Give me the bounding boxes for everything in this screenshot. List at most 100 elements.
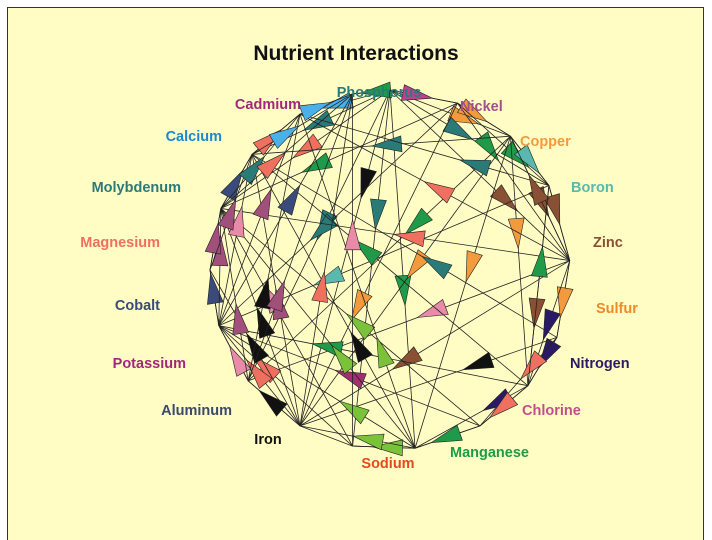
interaction-arrow xyxy=(474,131,500,162)
node-label-aluminum: Aluminum xyxy=(161,403,232,419)
interaction-line xyxy=(251,153,558,338)
interaction-arrow xyxy=(217,198,237,231)
interaction-arrow xyxy=(528,297,546,330)
node-label-magnesium: Magnesium xyxy=(80,235,160,251)
interaction-arrow xyxy=(391,346,423,370)
interaction-arrow xyxy=(350,331,373,363)
interaction-line xyxy=(220,208,249,381)
interaction-line xyxy=(414,136,511,449)
interaction-line xyxy=(220,102,458,209)
interaction-arrow xyxy=(490,184,519,212)
interaction-arrow xyxy=(204,222,222,255)
interaction-line xyxy=(218,102,458,326)
interaction-arrow xyxy=(312,265,346,286)
interaction-arrow xyxy=(556,286,574,319)
interaction-line xyxy=(251,153,529,387)
node-label-sodium: Sodium xyxy=(361,456,414,472)
interaction-arrow xyxy=(266,279,285,313)
interaction-arrow xyxy=(514,144,541,175)
interaction-line xyxy=(299,93,353,426)
node-label-copper: Copper xyxy=(520,134,571,150)
node-label-phosphorus: Phosphorus xyxy=(337,85,422,101)
node-label-cadmium: Cadmium xyxy=(235,97,301,113)
interaction-line xyxy=(299,135,511,427)
interaction-arrow xyxy=(238,155,266,185)
node-label-manganese: Manganese xyxy=(450,445,529,461)
interaction-arrow xyxy=(359,81,392,99)
node-label-molybdenum: Molybdenum xyxy=(92,180,181,196)
interaction-arrow xyxy=(292,133,323,159)
interaction-arrow xyxy=(401,84,434,101)
interaction-line xyxy=(527,185,550,386)
node-label-calcium: Calcium xyxy=(166,129,222,145)
diagram-title: Nutrient Interactions xyxy=(253,42,459,65)
interaction-line xyxy=(247,93,353,381)
interaction-arrow xyxy=(344,218,361,251)
interaction-line xyxy=(218,208,222,326)
interaction-line xyxy=(299,113,416,449)
interaction-arrow xyxy=(507,217,525,250)
interaction-arrow xyxy=(352,238,383,266)
interaction-arrow xyxy=(421,255,453,280)
interaction-arrow xyxy=(423,181,456,204)
interaction-arrow xyxy=(298,102,332,122)
interaction-arrow xyxy=(520,350,548,380)
interaction-line xyxy=(479,337,558,427)
interaction-arrow xyxy=(345,313,376,340)
interaction-line xyxy=(251,154,416,449)
interaction-line xyxy=(299,260,570,427)
interaction-arrow xyxy=(528,173,550,206)
node-label-iron: Iron xyxy=(254,432,281,448)
interaction-arrow xyxy=(404,207,433,236)
interaction-line xyxy=(457,102,550,186)
node-label-sulfur: Sulfur xyxy=(596,301,638,317)
interaction-arrow xyxy=(376,336,395,369)
interaction-line xyxy=(299,102,458,427)
interaction-line xyxy=(218,325,528,387)
interaction-arrow xyxy=(360,167,377,200)
interaction-line xyxy=(218,113,301,326)
interaction-line xyxy=(220,93,353,209)
interaction-arrow xyxy=(246,332,269,364)
interaction-arrow xyxy=(461,351,495,371)
node-label-chlorine: Chlorine xyxy=(522,403,581,419)
interaction-line xyxy=(248,260,570,382)
interaction-arrow xyxy=(334,369,367,390)
interaction-arrow xyxy=(311,270,328,303)
interaction-arrow xyxy=(394,274,412,307)
interaction-line xyxy=(299,337,558,427)
node-label-potassium: Potassium xyxy=(113,356,186,372)
interaction-line xyxy=(510,136,529,386)
interaction-arrow xyxy=(465,250,483,283)
interaction-arrow xyxy=(406,249,432,280)
interaction-arrow xyxy=(430,424,463,443)
interaction-line xyxy=(247,114,301,381)
interaction-arrow xyxy=(370,198,387,231)
node-label-cobalt: Cobalt xyxy=(115,298,160,314)
interaction-arrow xyxy=(258,389,288,417)
interaction-arrow xyxy=(542,308,561,342)
interaction-line xyxy=(299,113,550,186)
interaction-line xyxy=(218,154,253,326)
slide-frame xyxy=(7,7,704,540)
interaction-line xyxy=(251,93,353,155)
interaction-arrow xyxy=(458,159,492,177)
interaction-arrow xyxy=(220,169,244,201)
interaction-line xyxy=(389,89,571,261)
interaction-arrow xyxy=(256,152,286,179)
interaction-arrow xyxy=(268,125,301,149)
interaction-arrow xyxy=(543,193,561,226)
interaction-arrow xyxy=(351,289,373,321)
interaction-arrow xyxy=(277,184,301,216)
node-label-boron: Boron xyxy=(571,180,614,196)
interaction-arrow xyxy=(488,391,519,419)
interaction-arrow xyxy=(352,433,385,451)
interaction-arrow xyxy=(254,276,271,310)
interaction-line xyxy=(220,208,416,449)
node-label-nickel: Nickel xyxy=(460,99,503,115)
interaction-arrow xyxy=(229,344,252,377)
interaction-arrow xyxy=(370,135,403,153)
interaction-arrow xyxy=(530,245,548,278)
interaction-arrow xyxy=(331,344,358,375)
